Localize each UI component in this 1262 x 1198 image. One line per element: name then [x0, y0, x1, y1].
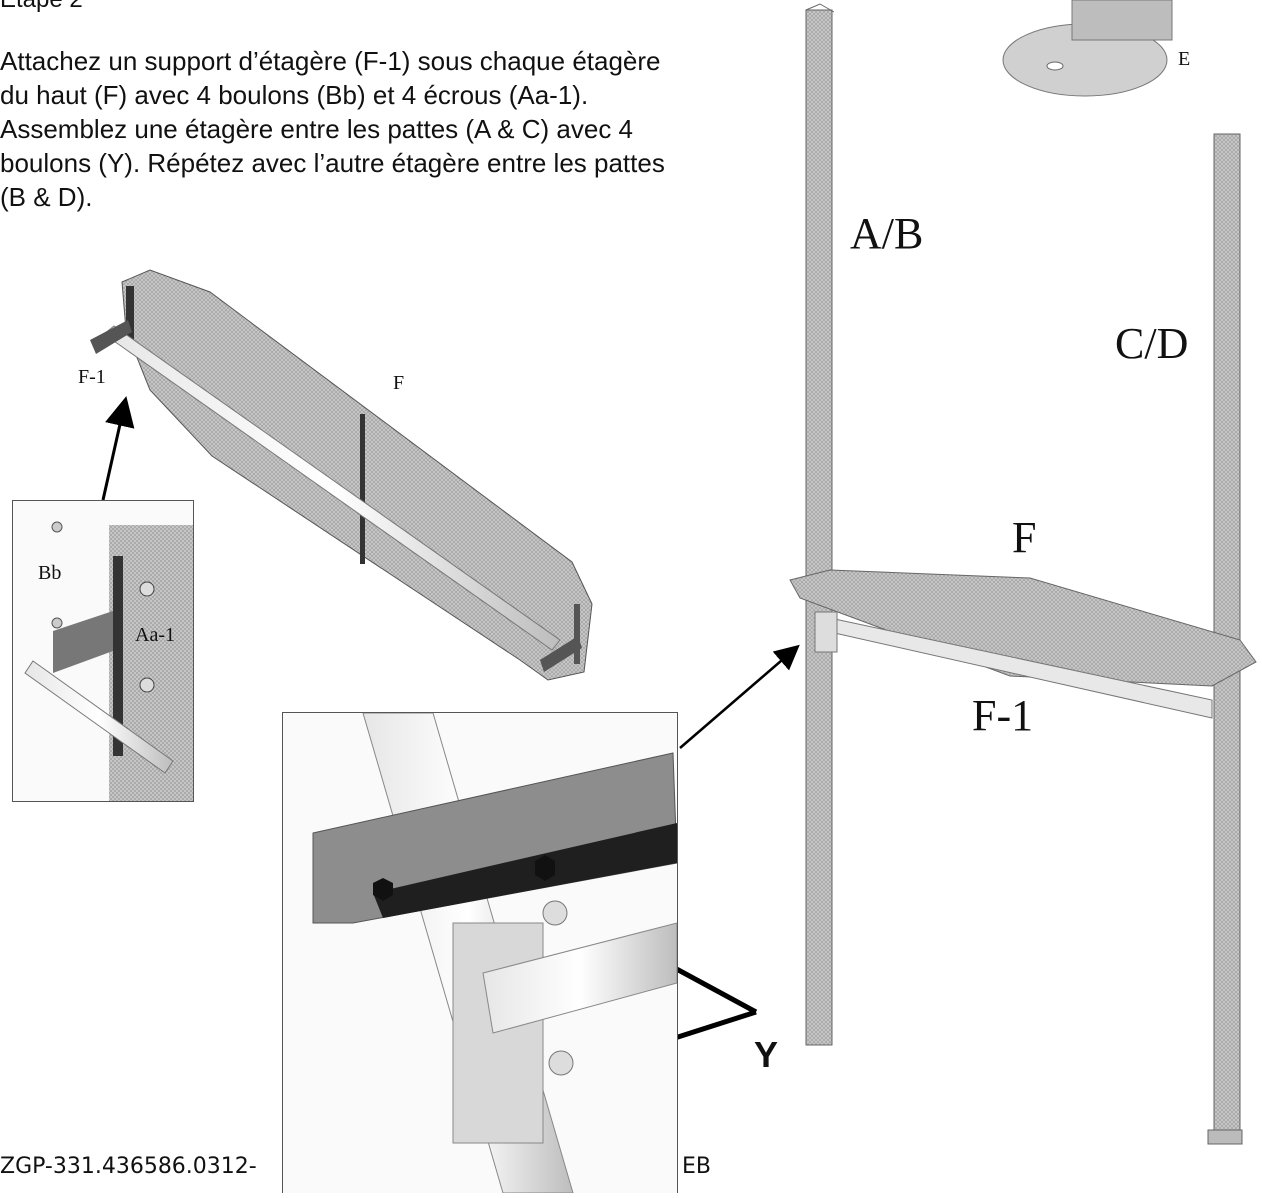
label-f1-main: F-1 — [972, 691, 1034, 740]
bolt-detail-inset — [12, 500, 194, 802]
shelf-f-left — [90, 269, 593, 681]
label-a-b: A/B — [850, 209, 924, 258]
instruction-text: Attachez un support d’étagère (F-1) sous… — [0, 46, 665, 212]
bolt-icon — [542, 900, 568, 926]
bolt-icon — [51, 521, 63, 533]
label-f-main: F — [1012, 513, 1037, 562]
label-e: E — [1178, 48, 1191, 70]
step-title: Étape 2 — [0, 0, 83, 14]
footer-code: ZGP-331.436586.0312- — [0, 1154, 257, 1179]
label-c-d: C/D — [1115, 319, 1189, 368]
hex-nut-icon — [535, 855, 555, 881]
hex-nut-icon — [139, 677, 155, 693]
label-aa1: Aa-1 — [135, 624, 175, 646]
bolt-icon — [51, 617, 63, 629]
foot-plate-e — [1002, 0, 1173, 97]
hex-nut-icon — [373, 878, 393, 901]
label-bb: Bb — [38, 562, 62, 584]
arrow-icon — [679, 644, 800, 749]
label-f1-left: F-1 — [78, 366, 106, 388]
hex-nut-icon — [139, 581, 155, 597]
label-y: Y — [754, 1034, 779, 1075]
bolt-icon — [548, 1050, 574, 1076]
leg-a-b — [805, 3, 835, 1046]
shelf-leg-detail-inset — [282, 712, 678, 1194]
arrow-icon — [101, 396, 135, 501]
shelf-f-main — [789, 569, 1257, 719]
footer-suffix: EB — [682, 1154, 711, 1179]
label-f-left: F — [393, 372, 405, 394]
